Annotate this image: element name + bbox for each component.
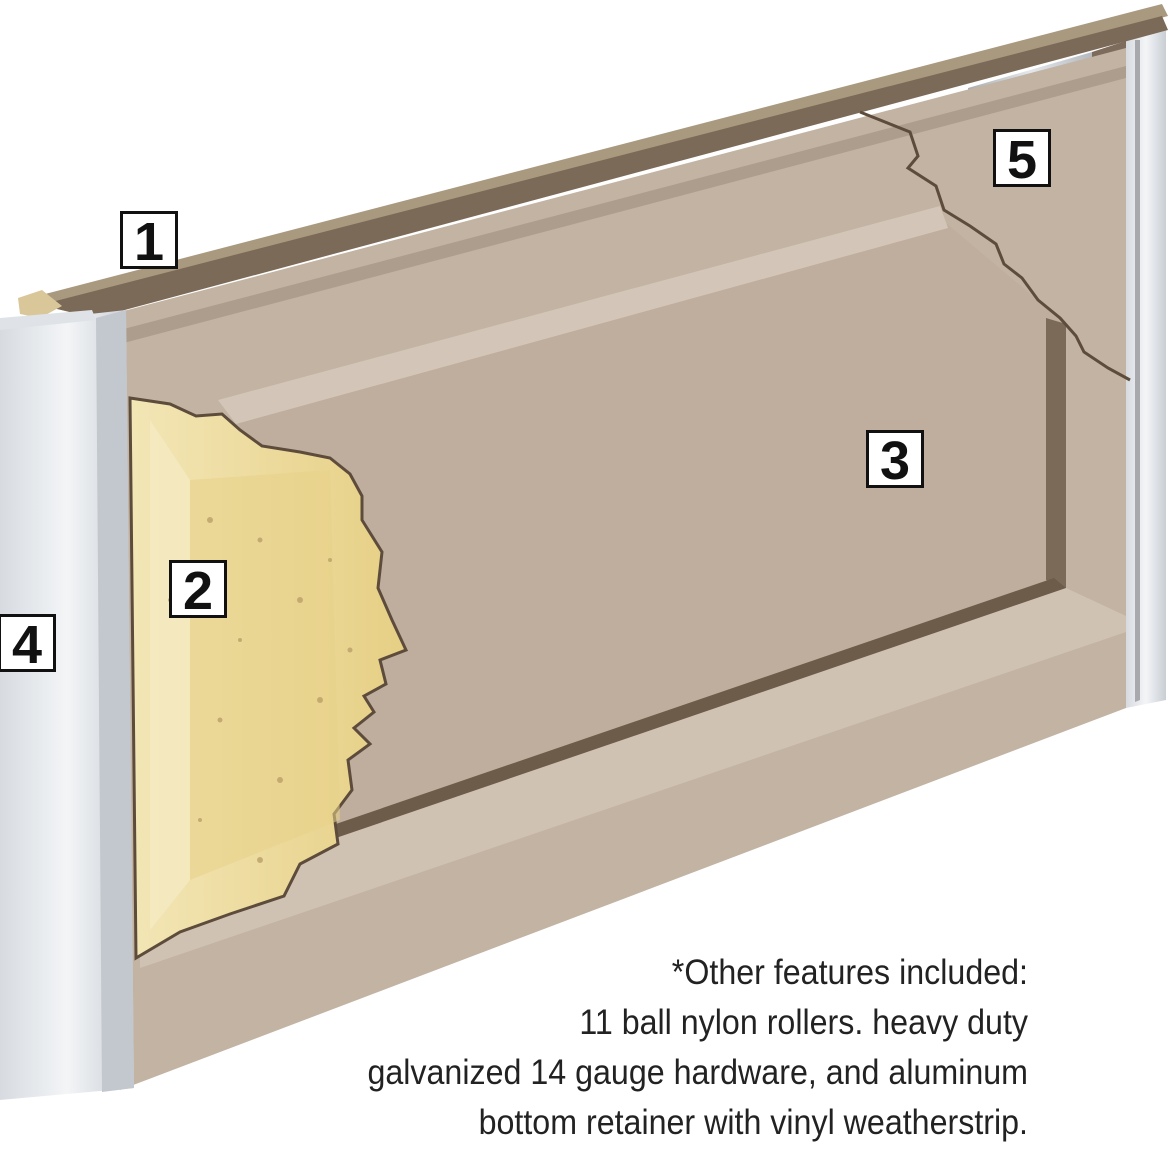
raised-panel-skin [120,48,1126,1090]
callout-4: 4 [0,614,56,673]
top-edge-cap [18,4,1168,318]
features-note-line: bottom retainer with vinyl weatherstrip. [478,1103,1028,1142]
torn-skin-edge [859,110,1131,382]
features-note-line: *Other features included: [671,953,1028,992]
callout-3: 3 [866,430,924,489]
callout-2: 2 [169,560,227,619]
foam-insulation [128,396,409,961]
callout-5: 5 [993,129,1051,188]
end-stile [0,310,134,1100]
features-note-line: galvanized 14 gauge hardware, and alumin… [367,1053,1029,1092]
callout-1: 1 [120,211,178,270]
features-note: *Other features included: 11 ball nylon … [329,948,1028,1148]
features-note-line: 11 ball nylon rollers. heavy duty [579,1003,1028,1042]
